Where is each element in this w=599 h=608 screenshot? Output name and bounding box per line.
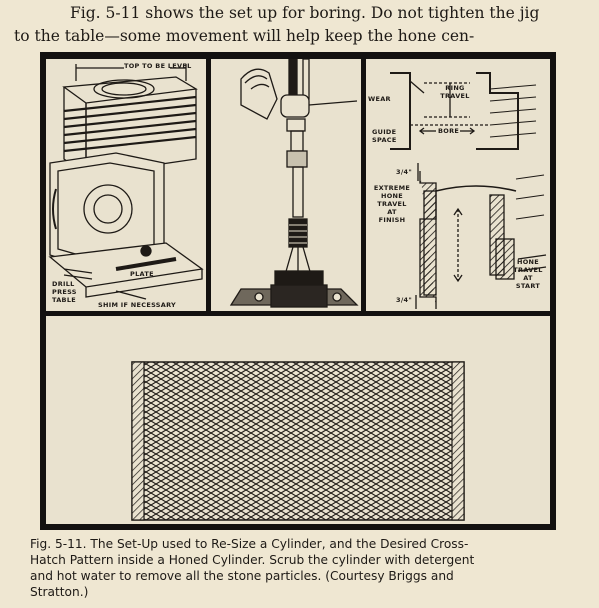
bore-cross-section-drawing (390, 72, 547, 309)
label-extreme-3: TRAVEL (377, 200, 407, 208)
label-bore: BORE (438, 127, 460, 135)
label-drill-2: PRESS (52, 288, 77, 296)
figure-5-11: TOP TO BE LEVEL PLATE DRILL PRESS TABLE … (40, 52, 556, 530)
label-guide-1: GUIDE (372, 128, 397, 136)
label-drill-1: DRILL (52, 280, 75, 288)
label-ring-travel-2: TRAVEL (440, 92, 470, 100)
caption-line-4: Stratton.) (30, 585, 89, 599)
cross-hatch-drawing (131, 361, 465, 521)
hone-illustration-panel (211, 59, 361, 311)
label-top-level: TOP TO BE LEVEL (124, 62, 192, 70)
caption-line-3: and hot water to remove all the stone pa… (30, 569, 454, 583)
intro-paragraph: Fig. 5-11 shows the set up for boring. D… (14, 2, 584, 48)
label-ring-travel-1: RING (445, 84, 465, 92)
label-dim-bottom: 3/4" (396, 296, 413, 304)
setup-illustration-panel: TOP TO BE LEVEL PLATE DRILL PRESS TABLE … (46, 59, 206, 311)
label-extreme-5: FINISH (378, 216, 406, 224)
bore-diagram-panel: WEAR RING TRAVEL GUIDE SPACE BORE 3/4" E… (366, 59, 550, 311)
label-hone-start-3: AT (523, 274, 533, 282)
intro-line-2: to the table—some movement will help kee… (14, 27, 475, 45)
label-extreme-4: AT (387, 208, 397, 216)
label-dim-top: 3/4" (396, 168, 413, 176)
label-shim: SHIM IF NECESSARY (98, 301, 177, 309)
label-hone-start-4: START (515, 282, 541, 290)
intro-line-1: Fig. 5-11 shows the set up for boring. D… (70, 4, 540, 22)
caption-line-1: Fig. 5-11. The Set-Up used to Re-Size a … (30, 537, 469, 551)
label-guide-2: SPACE (372, 136, 397, 144)
label-wear: WEAR (368, 95, 391, 103)
engine-block-drawing (48, 64, 204, 300)
hone-drawing (229, 59, 359, 308)
label-drill-3: TABLE (52, 296, 76, 304)
figure-caption: Fig. 5-11. The Set-Up used to Re-Size a … (30, 536, 590, 600)
label-extreme-2: HONE (380, 192, 404, 200)
label-extreme-1: EXTREME (373, 184, 411, 192)
cross-hatch-pattern-panel (46, 316, 550, 524)
label-hone-start-2: TRAVEL (513, 266, 543, 274)
label-plate: PLATE (130, 270, 154, 278)
label-hone-start-1: HONE (516, 258, 540, 266)
caption-line-2: Hatch Pattern inside a Honed Cylinder. S… (30, 553, 475, 567)
